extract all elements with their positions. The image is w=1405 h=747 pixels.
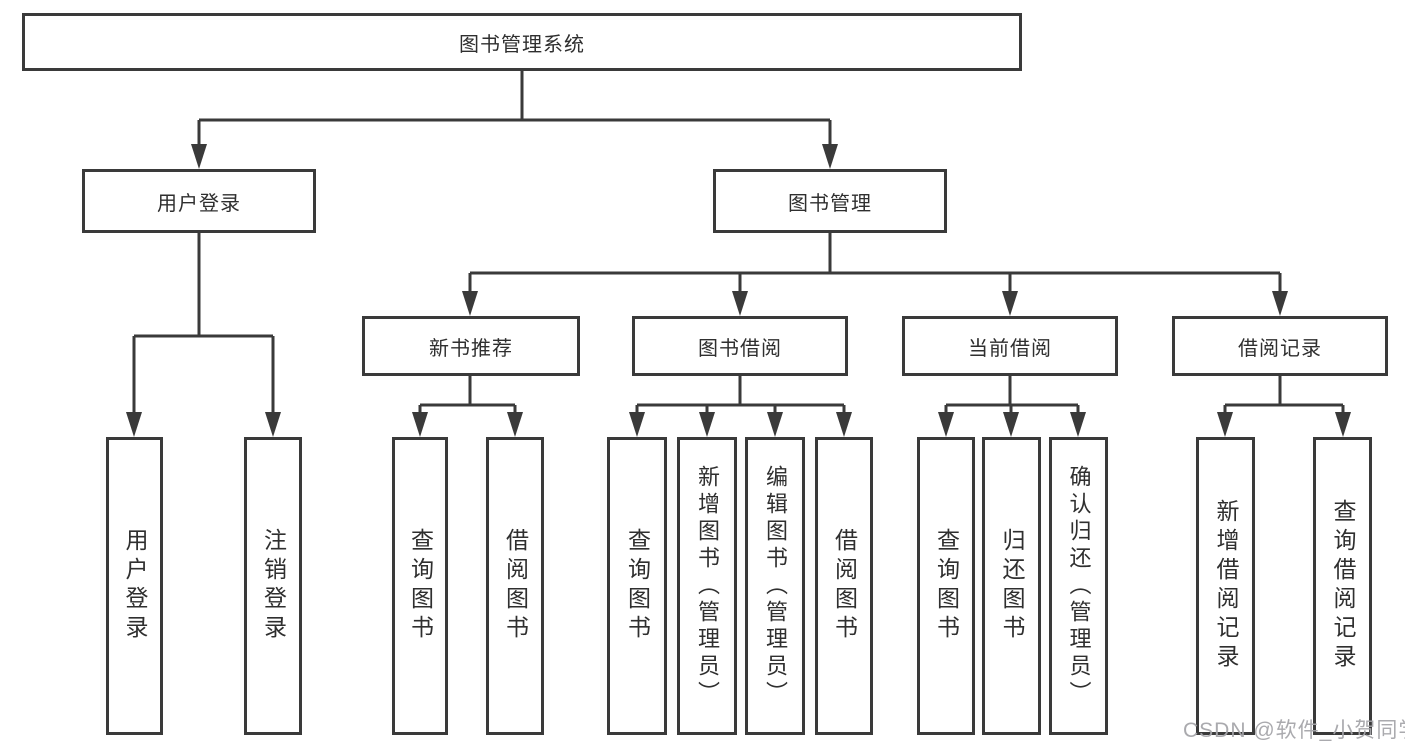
leaf-label: 借阅图书 (502, 528, 529, 644)
node-new-book-recommend: 新书推荐 (362, 316, 580, 376)
node-current-borrow: 当前借阅 (902, 316, 1118, 376)
leaf-query-books-recommend: 查询图书 (392, 437, 448, 735)
leaf-label: 确认归还（管理员） (1066, 464, 1092, 708)
leaf-logout: 注销登录 (244, 437, 302, 735)
leaf-query-books-borrow: 查询图书 (607, 437, 667, 735)
leaf-add-borrow-record: 新增借阅记录 (1196, 437, 1255, 735)
leaf-borrow-books: 借阅图书 (815, 437, 873, 735)
leaf-query-books-current: 查询图书 (917, 437, 975, 735)
leaf-label: 查询借阅记录 (1330, 499, 1356, 673)
node-book-management: 图书管理 (713, 169, 947, 233)
leaf-label: 查询图书 (933, 528, 960, 644)
arrowheads (126, 144, 1351, 437)
node-book-borrow: 图书借阅 (632, 316, 848, 376)
node-user-login: 用户登录 (82, 169, 316, 233)
leaf-user-login: 用户登录 (106, 437, 163, 735)
leaf-label: 新增借阅记录 (1213, 499, 1239, 673)
node-root: 图书管理系统 (22, 13, 1022, 71)
leaf-add-books-admin: 新增图书（管理员） (677, 437, 737, 735)
leaf-label: 借阅图书 (831, 528, 858, 644)
leaf-label: 查询图书 (624, 528, 651, 644)
leaf-borrow-books-recommend: 借阅图书 (486, 437, 544, 735)
leaf-label: 新增图书（管理员） (695, 464, 720, 708)
leaf-user-login-label: 用户登录 (122, 528, 148, 644)
leaf-confirm-return-admin: 确认归还（管理员） (1049, 437, 1108, 735)
node-borrow-records: 借阅记录 (1172, 316, 1388, 376)
leaf-logout-label: 注销登录 (260, 528, 287, 644)
leaf-query-borrow-record: 查询借阅记录 (1313, 437, 1372, 735)
leaf-label: 查询图书 (407, 528, 434, 644)
leaf-label: 归还图书 (999, 528, 1025, 644)
watermark: CSDN @软件_小贺同学 (1183, 719, 1405, 742)
leaf-label: 编辑图书（管理员） (763, 464, 788, 708)
leaf-return-books: 归还图书 (982, 437, 1041, 735)
leaf-edit-books-admin: 编辑图书（管理员） (745, 437, 805, 735)
